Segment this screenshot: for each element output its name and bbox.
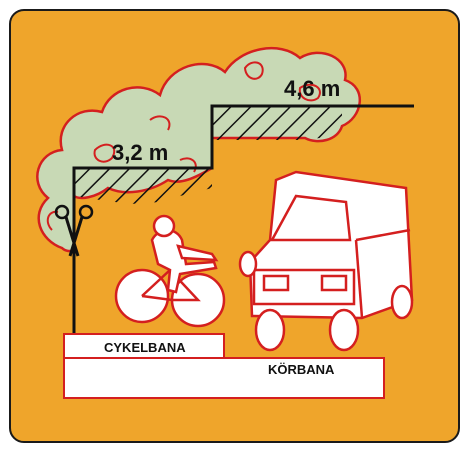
high-clearance-label: 4,6 m — [284, 76, 340, 101]
low-clearance-label: 3,2 m — [112, 140, 168, 165]
roadway-slab — [64, 358, 384, 398]
cycle-path-label: CYKELBANA — [104, 340, 186, 355]
roadway-label: KÖRBANA — [268, 362, 335, 377]
